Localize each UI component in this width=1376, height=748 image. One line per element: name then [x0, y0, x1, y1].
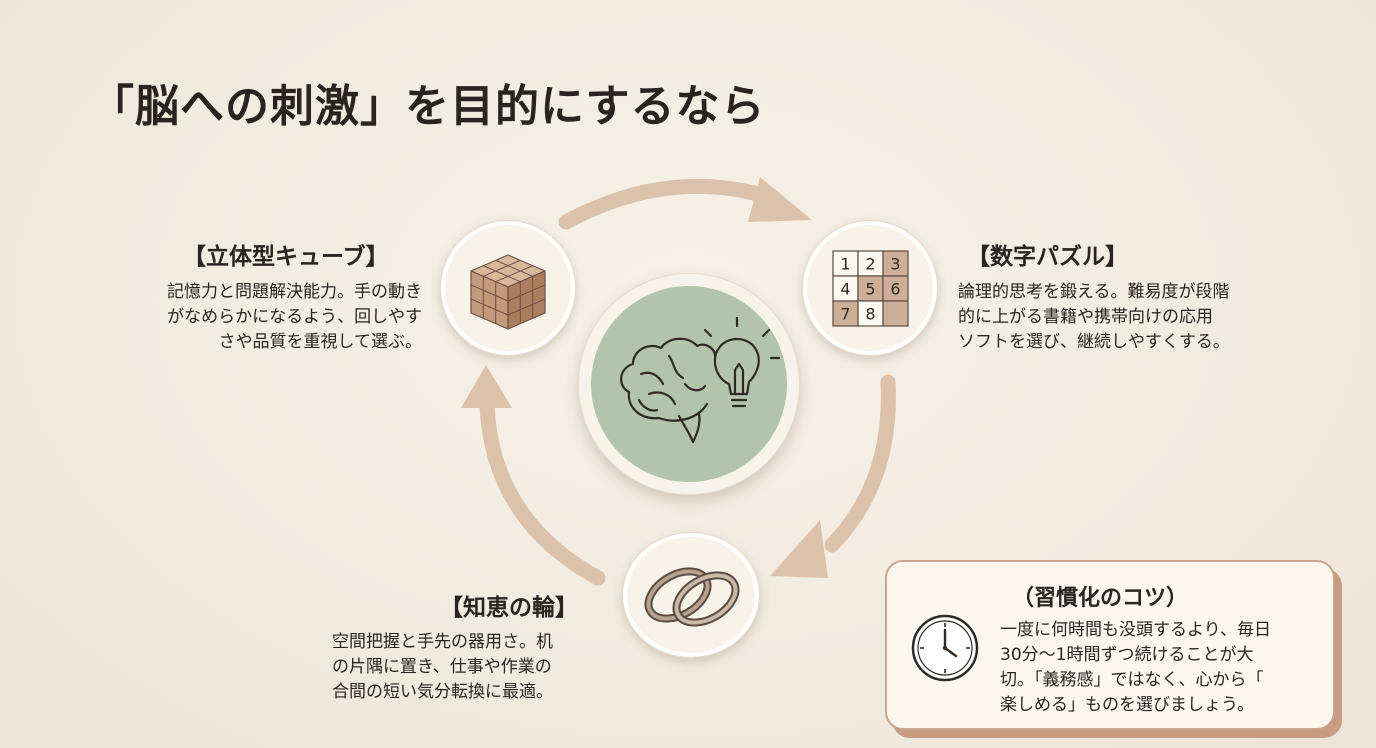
center-inner [591, 286, 787, 482]
cube-puzzle-icon [470, 254, 546, 330]
rings-line: の片隅に置き、仕事や作業の [332, 657, 552, 677]
number-puzzle-line: 論理的思考を鍛える。難易度が段階 [958, 282, 1230, 302]
grid-number: 7 [840, 305, 850, 324]
arrowhead-top [748, 177, 812, 222]
cube-heading: 【立体型キューブ】 [183, 244, 389, 270]
tip-title: （習慣化のコツ） [1012, 586, 1189, 611]
grid-number: 3 [890, 255, 900, 274]
tip-box: （習慣化のコツ） 一度に何時間も没頭するより、毎日 30分〜1時間ずつ続けること… [885, 560, 1335, 730]
cube-line: さや品質を重視して選ぶ。 [218, 332, 423, 352]
cube-line: がなめらかになるよう、回しやす [167, 307, 422, 327]
rings-line: 空間把握と手先の器用さ。机 [332, 632, 553, 652]
tip-text: 一度に何時間も没頭するより、毎日 30分〜1時間ずつ続けることが大 切。「義務感… [1000, 618, 1271, 718]
grid-cell [832, 275, 859, 302]
arrow-left [479, 397, 606, 586]
tip-line: 楽しめる」ものを選びましょう。 [1000, 695, 1254, 715]
cube-description: 記憶力と問題解決能力。手の動き がなめらかになるよう、回しやす さや品質を重視し… [128, 280, 422, 355]
number-puzzle-heading: 【数字パズル】 [967, 244, 1128, 270]
arrowhead-left [461, 365, 512, 408]
brain-lightbulb-icon [620, 316, 781, 444]
grid-number: 4 [840, 280, 850, 299]
number-puzzle-description: 論理的思考を鍛える。難易度が段階 的に上がる書籍や携帯向けの応用 ソフトを選び、… [958, 280, 1230, 355]
grid-cell [857, 300, 884, 327]
grid-number: 6 [890, 280, 900, 299]
grid-cell [857, 250, 884, 277]
tip-line: 切。「義務感」ではなく、心から「 [1000, 670, 1264, 690]
arrow-top [558, 178, 780, 230]
rings-node [622, 532, 760, 658]
number-puzzle-line: 的に上がる書籍や携帯向けの応用 [958, 307, 1213, 327]
grid-number: 8 [865, 305, 875, 324]
grid-cell [832, 300, 859, 327]
grid-number: 1 [840, 255, 850, 274]
grid-cell [882, 300, 909, 327]
rings-description: 空間把握と手先の器用さ。机 の片隅に置き、仕事や作業の 合間の短い気分転換に最適… [332, 630, 553, 705]
page-title: 「脳への刺激」を目的にするなら [90, 81, 766, 132]
center-circle [578, 273, 800, 495]
grid-number: 2 [865, 255, 875, 274]
tip-line: 30分〜1時間ずつ続けることが大 [1000, 645, 1254, 665]
grid-cell [882, 250, 909, 277]
clock-icon [911, 614, 979, 682]
number-puzzle-line: ソフトを選び、継続しやすくする。 [958, 332, 1230, 352]
rings-line: 合間の短い気分転換に最適。 [332, 682, 553, 702]
grid-cell [882, 275, 909, 302]
linked-rings-icon [644, 567, 740, 627]
grid-number: 5 [865, 280, 875, 299]
rings-heading: 【知恵の輪】 [440, 595, 578, 621]
arrowhead-right [770, 520, 828, 578]
tip-line: 一度に何時間も没頭するより、毎日 [1000, 620, 1271, 640]
arrow-right [824, 374, 896, 553]
grid-cell [832, 250, 859, 277]
cube-node [440, 220, 576, 356]
cube-line: 記憶力と問題解決能力。手の動き [167, 282, 422, 302]
